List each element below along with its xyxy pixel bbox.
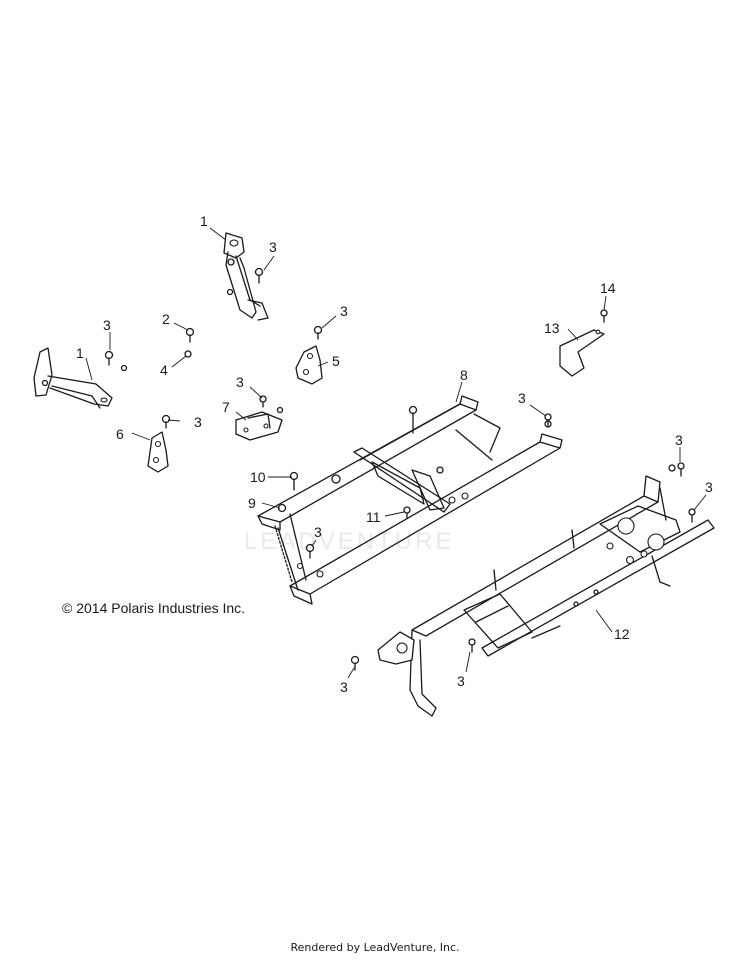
bolt-3-h[interactable] [668,462,685,477]
callout-3-upper: 3 [269,239,277,255]
callout-3-left: 3 [103,317,111,333]
callout-3-part7: 3 [236,374,244,390]
callout-8: 8 [460,367,468,383]
callout-6: 6 [116,426,124,442]
callout-3-frame-right: 3 [518,390,526,406]
washer-4[interactable] [184,350,192,358]
callout-5: 5 [332,353,340,369]
part-1-upper-bracket[interactable] [223,232,269,321]
callout-3-part6: 3 [194,414,202,430]
callout-14: 14 [600,280,616,296]
bolt-3-e[interactable] [259,395,267,408]
callout-3-bottom-left: 3 [340,679,348,695]
part-1-left-bracket[interactable] [33,347,113,409]
callout-7: 7 [222,399,230,415]
bolt-3-f[interactable] [305,543,315,559]
bolt-3-c[interactable] [313,325,323,340]
footer-rendered-by: Rendered by LeadVenture, Inc. [290,941,460,954]
part-13-strap-bracket[interactable] [559,329,605,377]
callout-2: 2 [162,311,170,327]
watermark-text: LEADVENTURE [244,528,455,555]
callout-3-right-top: 3 [675,432,683,448]
bolt-3-j[interactable] [350,655,360,671]
part-7-bracket[interactable] [235,406,284,441]
callout-3-mid: 3 [340,303,348,319]
part-6-bracket[interactable] [147,431,169,473]
callout-3-frame-left: 3 [314,524,322,540]
callout-9: 9 [248,495,256,511]
callout-10: 10 [250,469,266,485]
bolt-3-b[interactable] [104,350,128,372]
copyright-text: © 2014 Polaris Industries Inc. [62,600,246,616]
bolt-14[interactable] [600,309,608,323]
callout-4: 4 [160,362,168,378]
part-12-lower-frame[interactable] [377,475,715,717]
bolt-3-i[interactable] [688,508,696,523]
bolt-3-a[interactable] [254,267,264,284]
bolt-11[interactable] [403,506,411,519]
callout-1-upper: 1 [200,213,208,229]
bolt-10[interactable] [289,471,299,491]
leader-lines [85,227,707,679]
callout-3-bottom-mid: 3 [457,673,465,689]
bolt-3-d[interactable] [161,414,171,429]
bolt-2[interactable] [185,327,195,343]
callout-3-right: 3 [705,479,713,495]
callout-11: 11 [366,509,381,525]
bolt-3-k[interactable] [468,638,476,653]
bolt-3-g[interactable] [544,413,552,427]
callout-12: 12 [614,626,630,642]
callout-13: 13 [544,320,560,336]
part-5-bracket[interactable] [295,345,323,385]
part-8-frame[interactable] [257,395,563,605]
callout-numbers: 1 3 2 4 1 3 3 5 6 7 3 3 8 3 10 9 11 3 13… [76,213,713,695]
callout-1-left: 1 [76,345,84,361]
